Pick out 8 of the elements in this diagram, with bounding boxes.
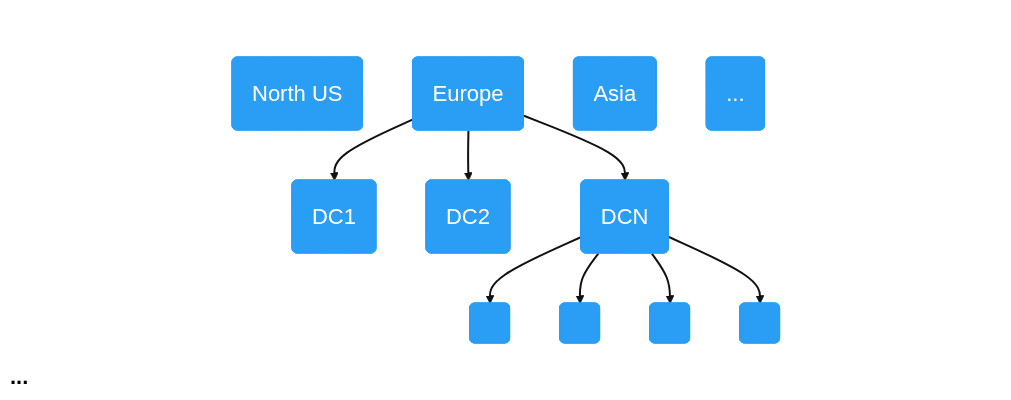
arrow xyxy=(575,252,600,304)
arrow xyxy=(650,252,675,304)
ellipsis-text: ... xyxy=(10,364,29,390)
arrow xyxy=(329,118,414,181)
arrow xyxy=(463,129,473,181)
arrow xyxy=(485,235,582,304)
arrow xyxy=(667,235,765,304)
arrow xyxy=(522,114,630,181)
